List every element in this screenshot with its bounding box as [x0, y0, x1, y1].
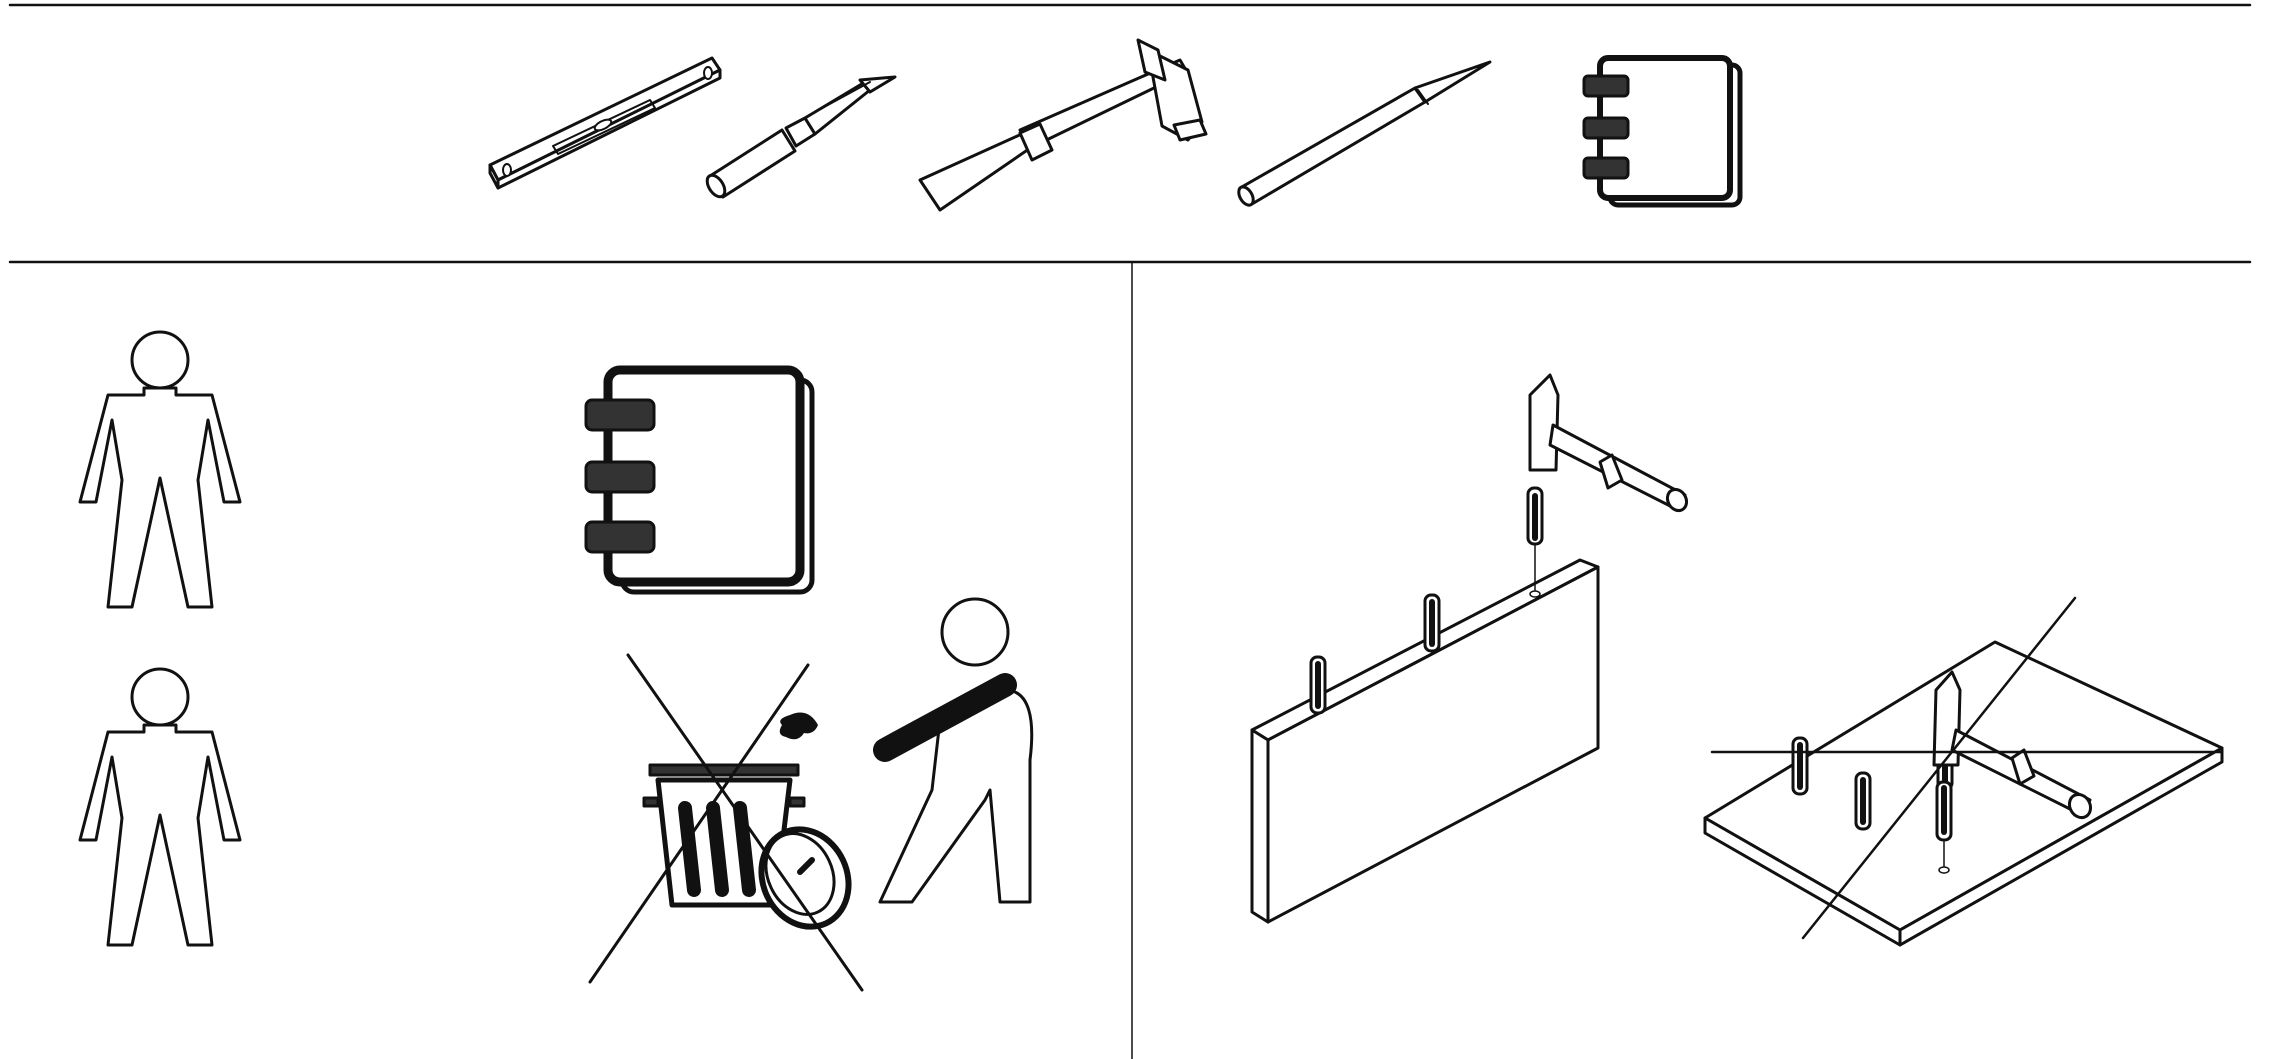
dowel-icon [1423, 593, 1441, 653]
dowel-icon [1935, 780, 1953, 874]
manual-icon [584, 365, 815, 595]
person-carrying-icon [873, 597, 1034, 904]
screwdriver-icon [705, 75, 897, 199]
trash-bin-icon [588, 653, 864, 992]
assembly-panel [1250, 373, 2224, 947]
people-panel [78, 330, 242, 947]
person-icon [78, 667, 242, 947]
person-icon [78, 330, 242, 609]
hammer-icon [918, 38, 1208, 212]
assembly-step [1703, 596, 2224, 947]
assembly-step [1250, 373, 1689, 924]
dowel-icon [1791, 736, 1809, 796]
hammer-icon [1528, 373, 1689, 513]
guide-line [1801, 596, 2077, 940]
dowel-icon [1526, 486, 1544, 598]
spirit-level-icon [488, 56, 722, 190]
pencil-icon [1237, 60, 1492, 207]
handling-panel [584, 365, 1034, 992]
panel-icon [1703, 640, 2224, 932]
tools-panel [488, 38, 1743, 212]
dowel-icon [1309, 655, 1327, 715]
manual-icon [1582, 55, 1743, 208]
dowel-icon [1854, 771, 1872, 831]
